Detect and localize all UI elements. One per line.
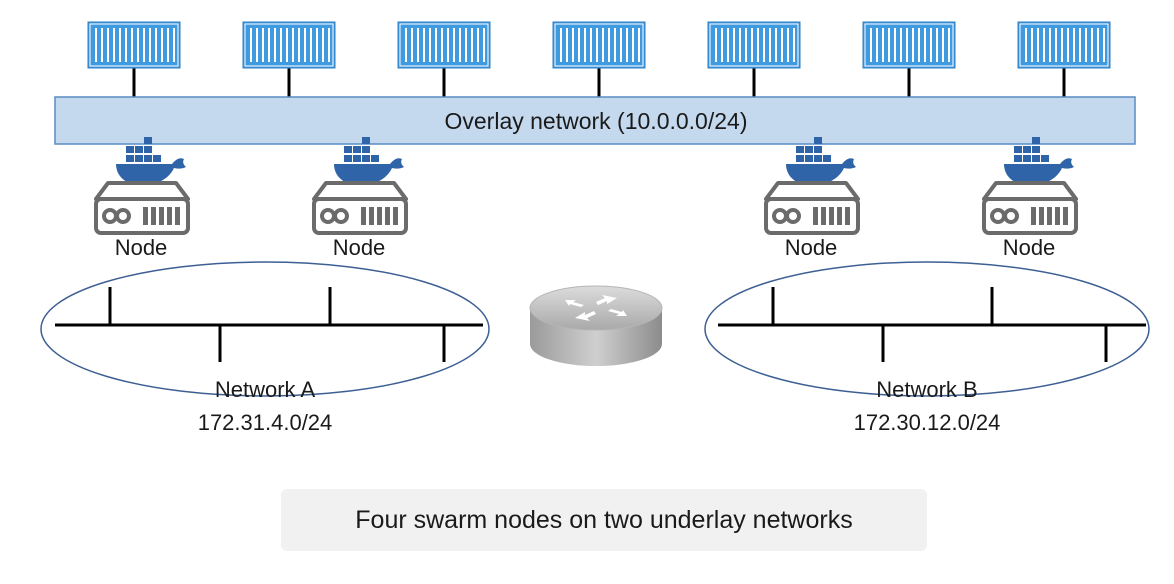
node-label: Node <box>333 235 386 260</box>
network-b-segment <box>718 287 1146 362</box>
overlay-network-label: Overlay network (10.0.0.0/24) <box>445 108 748 134</box>
node-label: Node <box>115 235 168 260</box>
node-label: Node <box>1003 235 1056 260</box>
overlay-network-bar <box>54 96 1136 145</box>
server-icon <box>312 181 408 235</box>
container-links <box>132 66 1066 99</box>
network-b-cidr: 172.30.12.0/24 <box>854 410 1001 435</box>
network-b-name: Network B <box>876 377 977 402</box>
server-icon <box>764 181 860 235</box>
container-icon <box>397 21 491 69</box>
server-icon <box>982 181 1078 235</box>
caption-text: Four swarm nodes on two underlay network… <box>355 505 853 534</box>
network-a-ellipse <box>40 261 490 397</box>
network-a-cidr: 172.31.4.0/24 <box>198 410 333 435</box>
network-a-name: Network A <box>215 377 316 402</box>
node-label: Node <box>785 235 838 260</box>
router-icon <box>529 285 663 366</box>
caption-box: Four swarm nodes on two underlay network… <box>281 489 927 551</box>
network-b-ellipse <box>704 261 1150 397</box>
container-icon <box>862 21 956 69</box>
container-icon <box>87 21 181 69</box>
server-icon <box>94 181 190 235</box>
network-b: Network B 172.30.12.0/24 <box>704 261 1150 435</box>
container-icon <box>242 21 336 69</box>
network-a-segment <box>55 287 483 362</box>
container-icon <box>707 21 801 69</box>
container-icon <box>552 21 646 69</box>
network-a: Network A 172.31.4.0/24 <box>40 261 490 435</box>
container-icon <box>1017 21 1111 69</box>
